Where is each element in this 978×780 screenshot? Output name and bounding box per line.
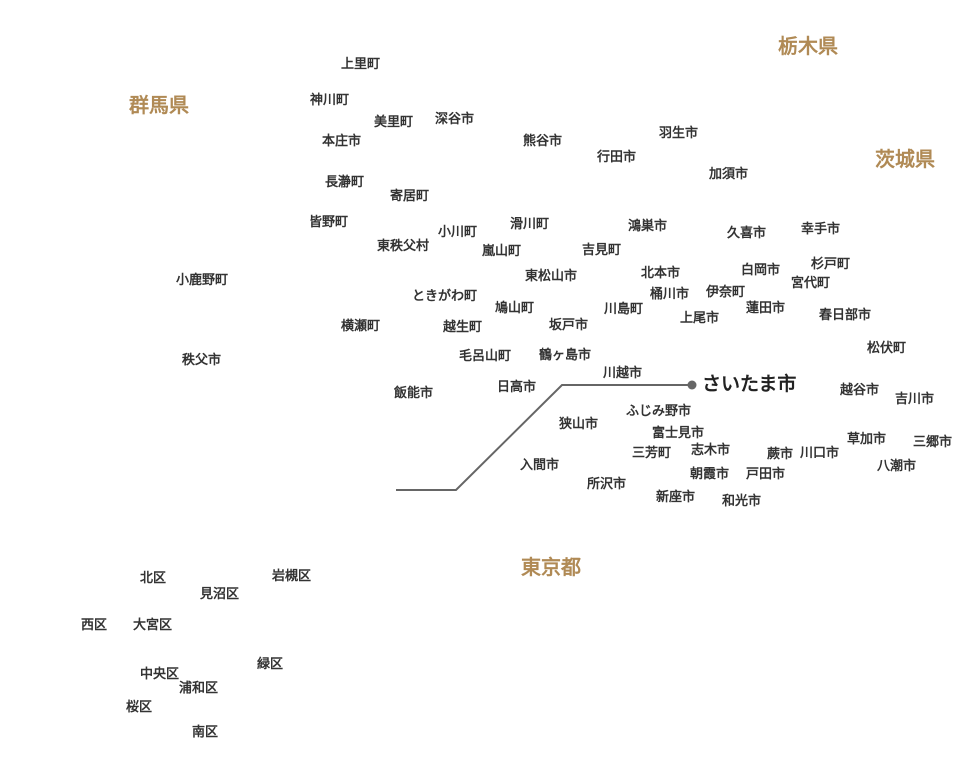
municipality-label[interactable]: 入間市 <box>520 458 560 473</box>
municipality-label[interactable]: 蓮田市 <box>746 301 786 316</box>
municipality-label[interactable]: 上里町 <box>341 57 381 72</box>
ward-label[interactable]: 浦和区 <box>179 681 219 696</box>
municipality-label[interactable]: 伊奈町 <box>706 285 746 300</box>
prefecture-gunma: 群馬県 <box>129 93 189 117</box>
municipality-label[interactable]: 鳩山町 <box>495 301 535 316</box>
municipality-label[interactable]: 志木市 <box>691 443 731 458</box>
municipality-label[interactable]: 草加市 <box>847 432 887 447</box>
municipality-label[interactable]: 美里町 <box>374 115 414 130</box>
municipality-label[interactable]: 坂戸市 <box>549 318 589 333</box>
municipality-label[interactable]: 杉戸町 <box>811 257 851 272</box>
municipality-label[interactable]: 八潮市 <box>877 459 917 474</box>
municipality-label[interactable]: 白岡市 <box>741 263 781 278</box>
municipality-label[interactable]: 羽生市 <box>659 126 699 141</box>
municipality-label[interactable]: 北本市 <box>641 266 681 281</box>
municipality-label[interactable]: 蕨市 <box>767 447 794 462</box>
prefecture-tokyo: 東京都 <box>521 555 581 579</box>
ward-label[interactable]: 岩槻区 <box>272 569 312 584</box>
municipality-label[interactable]: 上尾市 <box>680 311 720 326</box>
municipality-label[interactable]: 朝霞市 <box>690 467 730 482</box>
municipality-label[interactable]: 小鹿野町 <box>176 273 229 288</box>
municipality-label[interactable]: 久喜市 <box>727 226 767 241</box>
ward-label[interactable]: 北区 <box>140 571 167 586</box>
municipality-label[interactable]: 東秩父村 <box>377 239 430 254</box>
municipality-label[interactable]: 鶴ヶ島市 <box>539 348 592 363</box>
main-city-label[interactable]: さいたま市 <box>702 373 797 395</box>
municipality-label[interactable]: 熊谷市 <box>523 134 563 149</box>
municipality-label[interactable]: 狭山市 <box>559 417 599 432</box>
municipality-label[interactable]: 飯能市 <box>394 386 434 401</box>
municipality-label[interactable]: 戸田市 <box>746 467 786 482</box>
municipality-label[interactable]: 行田市 <box>597 150 637 165</box>
prefecture-ibaraki: 茨城県 <box>875 147 935 171</box>
municipality-label[interactable]: 桶川市 <box>650 287 690 302</box>
municipality-label[interactable]: 三芳町 <box>632 446 672 461</box>
ward-label[interactable]: 見沼区 <box>200 587 240 602</box>
municipality-label[interactable]: 宮代町 <box>791 276 831 291</box>
municipality-label[interactable]: 川口市 <box>800 446 840 461</box>
municipality-label[interactable]: 横瀬町 <box>341 319 381 334</box>
municipality-label[interactable]: 嵐山町 <box>482 244 522 259</box>
municipality-label[interactable]: 滑川町 <box>510 217 550 232</box>
municipality-label[interactable]: 三郷市 <box>913 435 953 450</box>
municipality-label[interactable]: 寄居町 <box>390 189 430 204</box>
municipality-label[interactable]: 川島町 <box>604 302 644 317</box>
ward-label[interactable]: 桜区 <box>126 700 153 715</box>
municipality-label[interactable]: 皆野町 <box>309 215 349 230</box>
municipality-label[interactable]: 幸手市 <box>801 222 841 237</box>
municipality-label[interactable]: 日高市 <box>497 380 537 395</box>
municipality-label[interactable]: 富士見市 <box>652 426 705 441</box>
municipality-label[interactable]: 川越市 <box>603 366 643 381</box>
municipality-label[interactable]: 深谷市 <box>435 112 475 127</box>
ward-label[interactable]: 南区 <box>192 725 219 740</box>
municipality-label[interactable]: 神川町 <box>310 93 350 108</box>
municipality-label[interactable]: 小川町 <box>438 225 478 240</box>
municipality-label[interactable]: 越谷市 <box>840 383 880 398</box>
municipality-label[interactable]: 新座市 <box>656 490 696 505</box>
saitama-city-marker <box>687 380 697 390</box>
ward-label[interactable]: 西区 <box>81 618 108 633</box>
municipality-label[interactable]: 加須市 <box>709 167 749 182</box>
municipality-label[interactable]: 長瀞町 <box>325 175 365 190</box>
municipality-label[interactable]: 越生町 <box>443 320 483 335</box>
municipality-label[interactable]: 松伏町 <box>867 341 907 356</box>
municipality-label[interactable]: 和光市 <box>722 494 762 509</box>
ward-label[interactable]: 緑区 <box>257 657 284 672</box>
municipality-label[interactable]: ときがわ町 <box>412 289 478 304</box>
municipality-label[interactable]: 本庄市 <box>322 134 362 149</box>
municipality-label[interactable]: 吉見町 <box>582 243 622 258</box>
municipality-label[interactable]: ふじみ野市 <box>626 404 692 419</box>
municipality-label[interactable]: 鴻巣市 <box>628 219 668 234</box>
municipality-label[interactable]: 秩父市 <box>182 353 222 368</box>
municipality-label[interactable]: 東松山市 <box>525 269 578 284</box>
municipality-label[interactable]: 所沢市 <box>587 477 627 492</box>
municipality-label[interactable]: 春日部市 <box>819 308 872 323</box>
ward-label[interactable]: 大宮区 <box>133 618 173 633</box>
ward-label[interactable]: 中央区 <box>140 667 180 682</box>
prefecture-tochigi: 栃木県 <box>778 34 838 58</box>
municipality-label[interactable]: 毛呂山町 <box>459 349 512 364</box>
municipality-label[interactable]: 吉川市 <box>895 392 935 407</box>
